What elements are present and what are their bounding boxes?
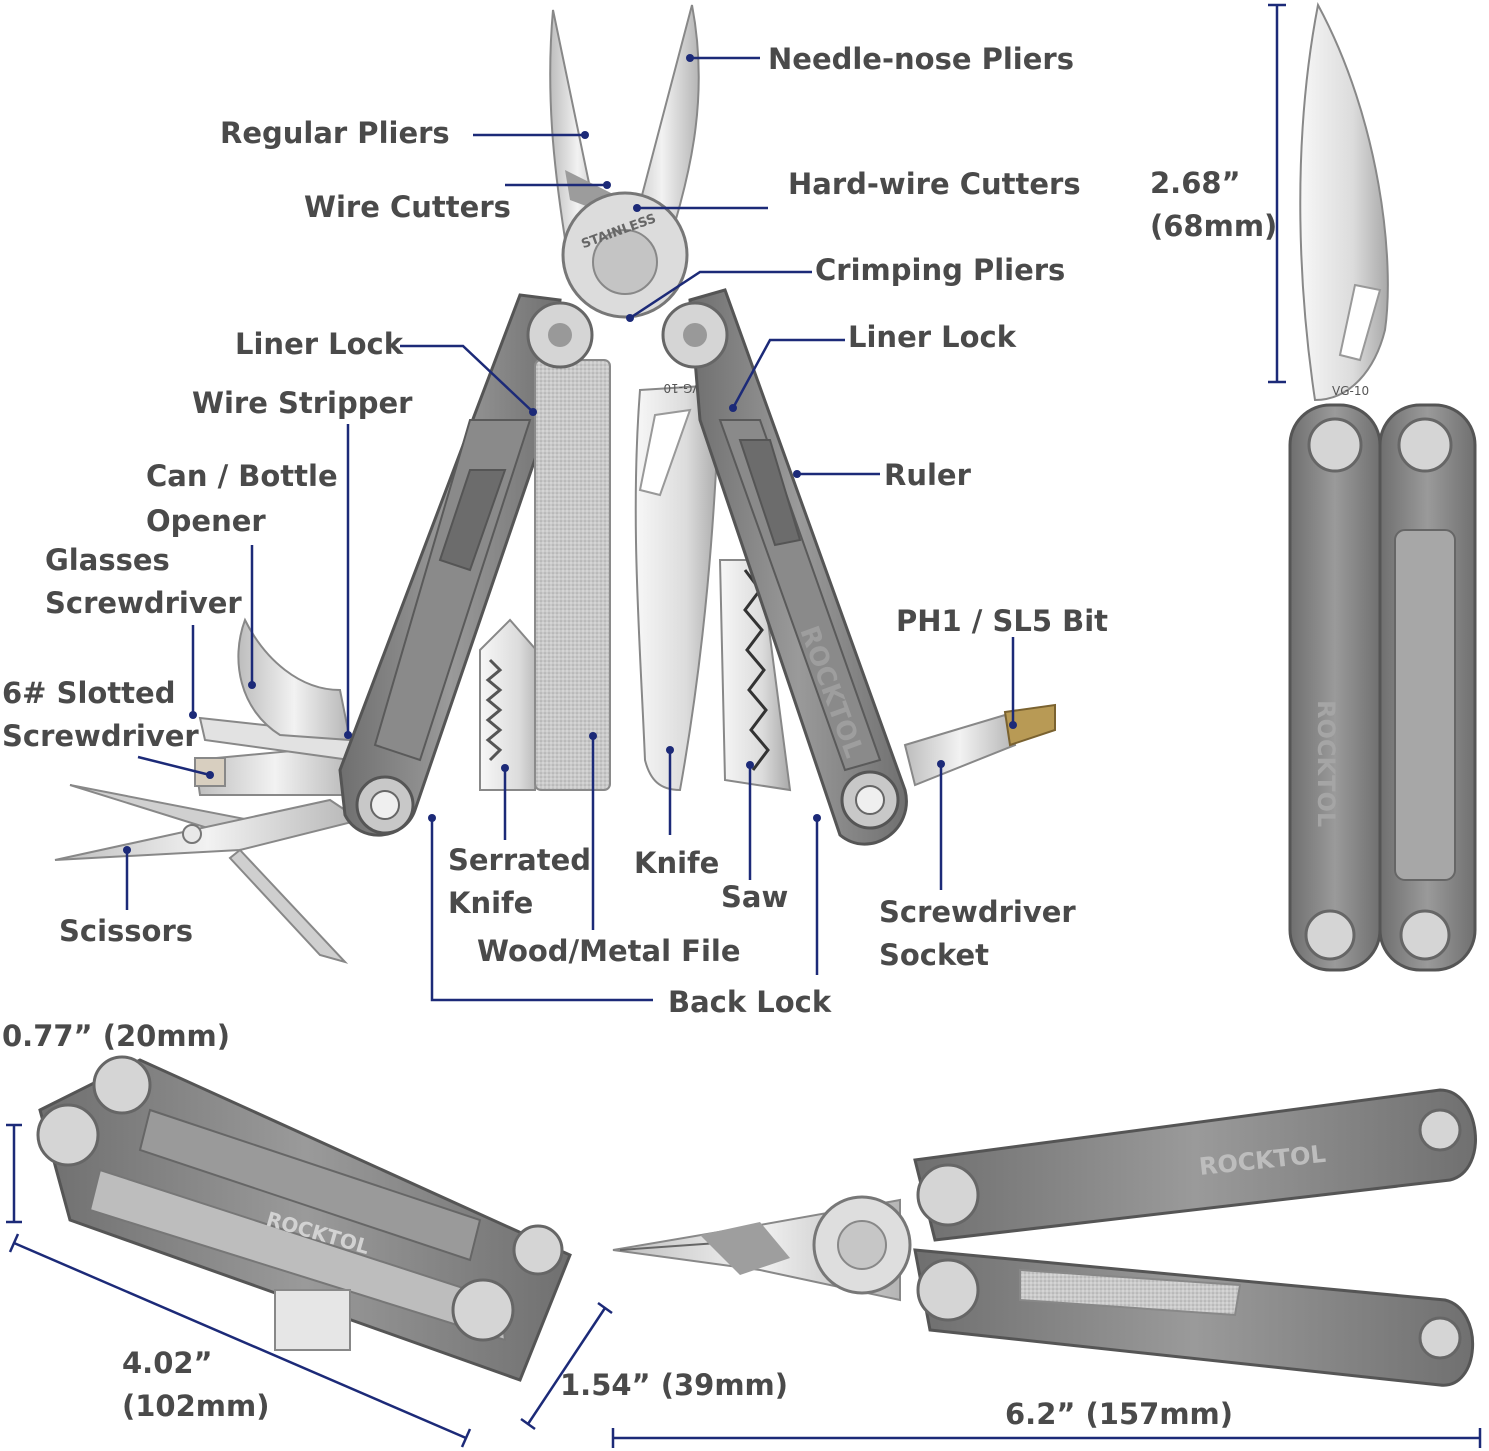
right-handle: ROCKTOL [688, 288, 908, 846]
angled-dimension-lines [6, 1123, 613, 1448]
pliers-head: STAINLESS [526, 4, 729, 369]
screwdriver-socket-tool [903, 713, 1017, 787]
dim-width: 1.54” (39mm) [560, 1368, 789, 1402]
label-liner-lock-right: Liner Lock [848, 320, 1017, 354]
dim-closed-length-mm: (102mm) [122, 1389, 270, 1423]
label-knife: Knife [634, 846, 720, 880]
main-multitool: VG-10 ROCKTOL STAINLESS [54, 4, 1056, 964]
blade-stamp-closed: VG-10 [1332, 384, 1369, 398]
scissors-tool [54, 784, 363, 964]
label-glasses-screwdriver-1: Glasses [45, 543, 170, 577]
label-hard-wire-cutters: Hard-wire Cutters [788, 167, 1081, 201]
label-serrated-knife-1: Serrated [448, 843, 592, 877]
file-tool [534, 359, 611, 791]
can-opener-tool [237, 617, 352, 742]
closed-tool-with-blade: VG-10 ROCKTOL [1288, 2, 1477, 972]
label-serrated-knife-2: Knife [448, 886, 534, 920]
label-can-bottle-opener-1: Can / Bottle [146, 459, 338, 493]
label-wire-stripper: Wire Stripper [192, 386, 413, 420]
dim-blade-length-mm: (68mm) [1150, 209, 1278, 243]
label-slotted-screwdriver-1: 6# Slotted [2, 676, 176, 710]
label-ph1-sl5-bit: PH1 / SL5 Bit [896, 604, 1109, 638]
closed-tool-angled: ROCKTOL [36, 1055, 572, 1382]
label-liner-lock-left: Liner Lock [235, 327, 404, 361]
leader-dots [123, 54, 1017, 854]
dim-open-length: 6.2” (157mm) [1005, 1397, 1234, 1431]
label-scissors: Scissors [59, 914, 194, 948]
label-wood-metal-file: Wood/Metal File [477, 934, 741, 968]
label-screwdriver-socket-1: Screwdriver [879, 895, 1076, 929]
blade-stamp: VG-10 [663, 381, 700, 395]
dim-blade-length-in: 2.68” [1150, 166, 1241, 200]
label-needle-nose-pliers: Needle-nose Pliers [768, 42, 1074, 76]
brand-logo-closed-vertical: ROCKTOL [1312, 700, 1340, 827]
label-back-lock: Back Lock [668, 985, 832, 1019]
label-glasses-screwdriver-2: Screwdriver [45, 586, 242, 620]
label-crimping-pliers: Crimping Pliers [815, 253, 1066, 287]
label-regular-pliers: Regular Pliers [220, 116, 450, 150]
label-screwdriver-socket-2: Socket [879, 938, 990, 972]
label-wire-cutters: Wire Cutters [304, 190, 511, 224]
label-can-bottle-opener-2: Opener [146, 504, 266, 538]
label-ruler: Ruler [884, 458, 971, 492]
open-length-dimension-line [611, 1428, 1482, 1448]
label-slotted-screwdriver-2: Screwdriver [2, 719, 199, 753]
leader-lines [125, 56, 1015, 1002]
dim-closed-length-in: 4.02” [122, 1346, 213, 1380]
label-saw: Saw [721, 880, 789, 914]
blade-dimension-line [1268, 3, 1286, 384]
ph1-bit [1003, 703, 1056, 747]
dim-thickness: 0.77” (20mm) [2, 1019, 231, 1053]
open-pliers-view: ROCKTOL [612, 1088, 1477, 1387]
left-handle [338, 293, 562, 837]
